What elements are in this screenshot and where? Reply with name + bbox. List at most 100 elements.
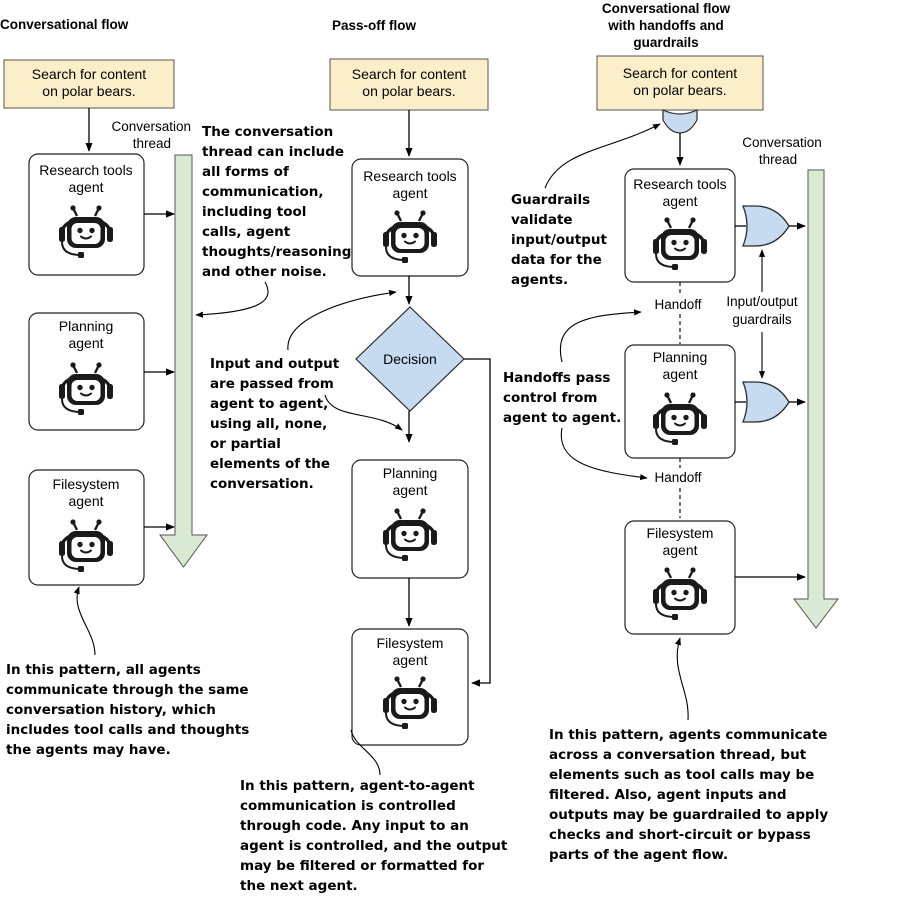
col1-query-line1: Search for content xyxy=(32,66,147,82)
svg-text:may be filtered or formatted f: may be filtered or formatted for xyxy=(240,858,484,874)
svg-text:thread can include: thread can include xyxy=(202,144,344,160)
svg-text:and other noise.: and other noise. xyxy=(202,264,327,280)
svg-text:Guardrails: Guardrails xyxy=(511,192,590,208)
col1-query-box xyxy=(3,59,175,109)
svg-text:through code. Any input to an: through code. Any input to an xyxy=(240,818,469,834)
svg-text:In this pattern, agents commun: In this pattern, agents communicate xyxy=(549,727,827,743)
svg-text:The conversation: The conversation xyxy=(202,124,333,140)
col2-pattern-pointer xyxy=(350,729,381,776)
col2-query-box xyxy=(329,58,489,111)
col1-thread-annotation: The conversation thread can include all … xyxy=(202,124,357,280)
col1-thread-annotation-pointer xyxy=(195,281,269,318)
decision-diamond xyxy=(355,306,465,412)
svg-text:across a conversation thread,: across a conversation thread, but xyxy=(549,747,807,763)
col2-planning-agent-line1: Planning xyxy=(383,465,438,481)
svg-text:the agents may have.: the agents may have. xyxy=(6,742,171,758)
svg-text:including tool: including tool xyxy=(202,204,306,220)
col1-planning-agent-line1: Planning xyxy=(59,318,114,334)
col1-title: Conversational flow xyxy=(0,17,129,32)
col2-planning-agent-line2: agent xyxy=(392,482,427,498)
svg-text:communicate through the same: communicate through the same xyxy=(6,682,249,698)
col2-filesystem-agent-box xyxy=(351,628,469,746)
col3-pattern-note: In this pattern, agents communicate acro… xyxy=(549,727,828,863)
svg-text:are passed from: are passed from xyxy=(210,376,334,392)
col3-title-line3: guardrails xyxy=(633,35,698,50)
io-guardrails-line1: Input/output xyxy=(726,294,798,309)
svg-text:agents.: agents. xyxy=(511,272,568,288)
col2-io-note: Input and output are passed from agent t… xyxy=(210,356,340,492)
col2-query-line2: on polar bears. xyxy=(362,83,455,99)
col1-research-agent-line2: agent xyxy=(68,179,103,195)
col1-thread-label-line1: Conversation xyxy=(111,119,191,134)
col3-thread-label-line2: thread xyxy=(759,152,797,167)
output-guardrail-gate-2 xyxy=(742,381,790,423)
svg-text:filtered. Also, agent inputs a: filtered. Also, agent inputs and xyxy=(549,787,787,803)
col3-query-box xyxy=(596,55,764,111)
col3-filesystem-agent-line2: agent xyxy=(662,542,697,558)
col2-title: Pass-off flow xyxy=(332,18,417,33)
svg-text:data for the: data for the xyxy=(511,252,602,268)
col2-research-agent-line1: Research tools xyxy=(363,168,456,184)
guardrails-note-pointer xyxy=(544,123,661,189)
handoffs-note: Handoffs pass control from agent to agen… xyxy=(503,370,621,426)
svg-text:thoughts/reasoning,: thoughts/reasoning, xyxy=(202,244,357,260)
col3-filesystem-agent-line1: Filesystem xyxy=(647,525,714,541)
col2-filesystem-agent-line2: agent xyxy=(392,652,427,668)
svg-text:the next agent.: the next agent. xyxy=(240,878,358,894)
col3-title-line1: Conversational flow xyxy=(602,1,731,16)
col1-research-agent-line1: Research tools xyxy=(39,162,132,178)
guardrails-note: Guardrails validate input/output data fo… xyxy=(511,192,608,288)
decision-label: Decision xyxy=(383,351,437,367)
svg-text:In this pattern, agent-to-agen: In this pattern, agent-to-agent xyxy=(240,778,475,794)
svg-text:elements of the: elements of the xyxy=(210,456,330,472)
handoff-label-1: Handoff xyxy=(654,297,701,312)
svg-text:or partial: or partial xyxy=(210,436,281,452)
svg-text:input/output: input/output xyxy=(511,232,608,248)
handoffs-note-pointer-down xyxy=(560,427,648,481)
svg-text:conversation.: conversation. xyxy=(210,476,314,492)
col3-title-line2: with handoffs and xyxy=(607,18,724,33)
io-guardrails-line2: guardrails xyxy=(732,312,792,327)
col3-thread-label-line1: Conversation xyxy=(742,135,822,150)
col3-query-line1: Search for content xyxy=(623,65,738,81)
col3-query-line2: on polar bears. xyxy=(633,82,726,98)
col3-planning-agent-line2: agent xyxy=(662,366,697,382)
svg-text:includes tool calls and though: includes tool calls and thoughts xyxy=(6,722,249,738)
col2-query-line1: Search for content xyxy=(352,66,467,82)
col3-research-agent-line1: Research tools xyxy=(633,176,726,192)
svg-text:using all, none,: using all, none, xyxy=(210,416,327,432)
col1-conversation-thread-arrow xyxy=(159,154,208,568)
svg-text:outputs may be guardrailed to: outputs may be guardrailed to apply xyxy=(549,807,828,823)
svg-text:communication,: communication, xyxy=(202,184,323,200)
svg-text:agent is controlled, and the o: agent is controlled, and the output xyxy=(240,838,508,854)
input-guardrail-gate xyxy=(662,109,698,134)
svg-text:agent to agent,: agent to agent, xyxy=(210,396,328,412)
col1-filesystem-agent-line1: Filesystem xyxy=(53,476,120,492)
svg-text:In this pattern, all agents: In this pattern, all agents xyxy=(6,662,201,678)
col1-planning-agent-line2: agent xyxy=(68,335,103,351)
col2-filesystem-agent-line1: Filesystem xyxy=(377,635,444,651)
col2-planning-agent-box xyxy=(351,459,469,579)
col3-research-agent-line2: agent xyxy=(662,193,697,209)
col1-filesystem-agent-line2: agent xyxy=(68,493,103,509)
col2-io-pointer-down xyxy=(324,394,403,431)
col2-bypass-arrow xyxy=(464,358,491,687)
svg-text:validate: validate xyxy=(511,212,573,228)
col3-conversation-thread-arrow xyxy=(792,169,840,629)
svg-text:elements such as tool calls ma: elements such as tool calls may be xyxy=(549,767,814,783)
col2-research-agent-line2: agent xyxy=(392,185,427,201)
svg-text:Handoffs pass: Handoffs pass xyxy=(503,370,610,386)
col2-pattern-note: In this pattern, agent-to-agent communic… xyxy=(240,778,508,894)
output-guardrail-gate-1 xyxy=(742,205,790,247)
col1-query-line2: on polar bears. xyxy=(42,83,135,99)
svg-text:agent to agent.: agent to agent. xyxy=(503,410,621,426)
col2-io-pointer-up xyxy=(287,289,397,351)
col1-pattern-pointer xyxy=(73,586,96,656)
col1-pattern-note: In this pattern, all agents communicate … xyxy=(6,662,249,758)
handoff-label-2: Handoff xyxy=(654,470,701,485)
svg-text:all forms of: all forms of xyxy=(202,164,289,180)
svg-text:conversation history, which: conversation history, which xyxy=(6,702,216,718)
svg-text:Input and output: Input and output xyxy=(210,356,340,372)
col3-pattern-pointer xyxy=(674,637,689,721)
